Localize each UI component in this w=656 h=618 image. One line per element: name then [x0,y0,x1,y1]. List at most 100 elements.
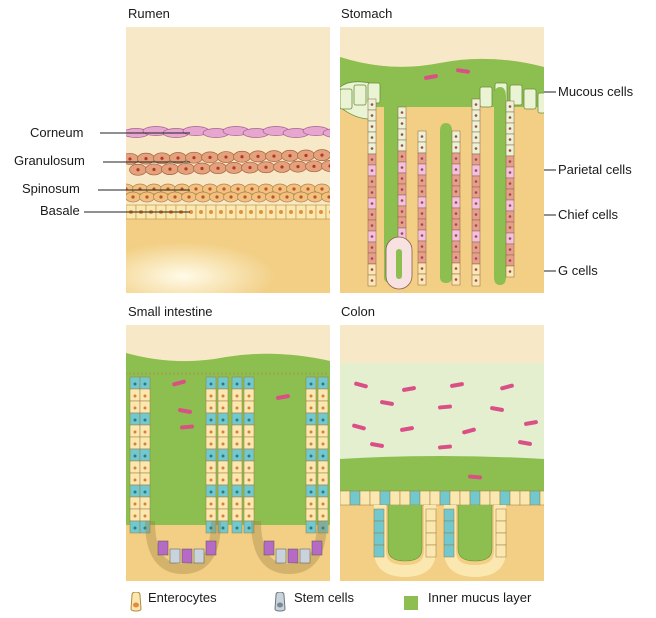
basale-nucleus [199,210,203,214]
gland-nucleus [455,179,458,182]
cell-nucleus [210,383,213,386]
enterocyte-cell [390,491,400,505]
granulosum-nucleus [288,154,291,157]
enterocyte-cell [430,491,440,505]
gland-nucleus [509,116,512,119]
cell-nucleus [222,491,225,494]
cell-nucleus [310,467,313,470]
gland-nucleus [401,144,404,147]
gland-nucleus [371,268,374,271]
enterocyte-cell [400,491,410,505]
cell-nucleus [310,479,313,482]
gland-nucleus [421,168,424,171]
stem-cell-icon [272,592,294,612]
basale-nucleus [279,210,283,214]
cell-nucleus [144,431,147,434]
gland-nucleus [421,267,424,270]
cell-nucleus [134,395,137,398]
gland-nucleus [401,177,404,180]
granulosum-nucleus [320,154,323,157]
crypt-cell [426,521,436,533]
basale-nucleus [259,210,263,214]
cell-nucleus [222,503,225,506]
cell-nucleus [134,467,137,470]
colon-panel [340,325,544,581]
crypt-cell [426,533,436,545]
gland-nucleus [475,103,478,106]
paneth-cell [264,541,274,555]
granulosum-nucleus [208,156,211,159]
gland-nucleus [475,279,478,282]
basale-nucleus [219,210,223,214]
spinosum-nucleus [166,187,169,190]
cell-nucleus [310,503,313,506]
label-g-cells: G cells [558,263,598,278]
spinosum-nucleus [152,187,155,190]
label-basale: Basale [40,203,80,218]
mucous-cell [524,89,536,109]
stomach-panel [340,27,544,293]
mucous-cell [340,89,352,109]
crypt-cell [496,509,506,521]
gland-nucleus [401,133,404,136]
gland-nucleus [371,235,374,238]
spinosum-nucleus [285,195,288,198]
gland-nucleus [509,204,512,207]
cell-nucleus [210,491,213,494]
granulosum-nucleus [128,157,131,160]
gland-nucleus [371,169,374,172]
gland-nucleus [455,135,458,138]
mucus-swatch-icon [404,596,418,610]
colon-title: Colon [341,304,375,319]
spinosum-nucleus [292,187,295,190]
gland-nucleus [421,212,424,215]
spinosum-nucleus [208,187,211,190]
cell-nucleus [134,527,137,530]
cell-nucleus [134,407,137,410]
gland-nucleus [509,160,512,163]
cell-nucleus [322,383,325,386]
cell-nucleus [144,407,147,410]
enterocyte-cell [490,491,500,505]
cell-nucleus [322,419,325,422]
cell-nucleus [222,467,225,470]
granulosum-nucleus [240,155,243,158]
gland-nucleus [509,215,512,218]
cell-nucleus [310,443,313,446]
spinosum-nucleus [278,187,281,190]
spinosum-nucleus [187,195,190,198]
cell-nucleus [310,515,313,518]
colon-lumen [340,325,544,363]
cell-nucleus [210,455,213,458]
pit-lumen [440,123,452,283]
cell-nucleus [144,503,147,506]
basale-nucleus [239,210,243,214]
si-lumen [126,325,330,361]
basale-nucleus [269,210,273,214]
crypt-cell [444,533,454,545]
paneth-cell [288,549,298,563]
cell-nucleus [322,455,325,458]
gland-nucleus [475,169,478,172]
granulosum-nucleus [160,157,163,160]
gland-nucleus [475,147,478,150]
cell-nucleus [134,455,137,458]
cell-nucleus [310,431,313,434]
cell-nucleus [236,455,239,458]
gland-nucleus [475,235,478,238]
paneth-cell [158,541,168,555]
rumen-spinosum-layer [126,184,330,202]
cell-nucleus [236,467,239,470]
gland-nucleus [371,246,374,249]
enterocyte-cell [460,491,470,505]
cell-nucleus [236,515,239,518]
gland-nucleus [421,278,424,281]
gland-nucleus [509,270,512,273]
stem-cell [300,549,310,563]
gland-nucleus [421,190,424,193]
basale-nucleus [209,210,213,214]
gland-nucleus [401,221,404,224]
spinosum-nucleus [145,195,148,198]
gland-nucleus [371,257,374,260]
cell-nucleus [322,431,325,434]
